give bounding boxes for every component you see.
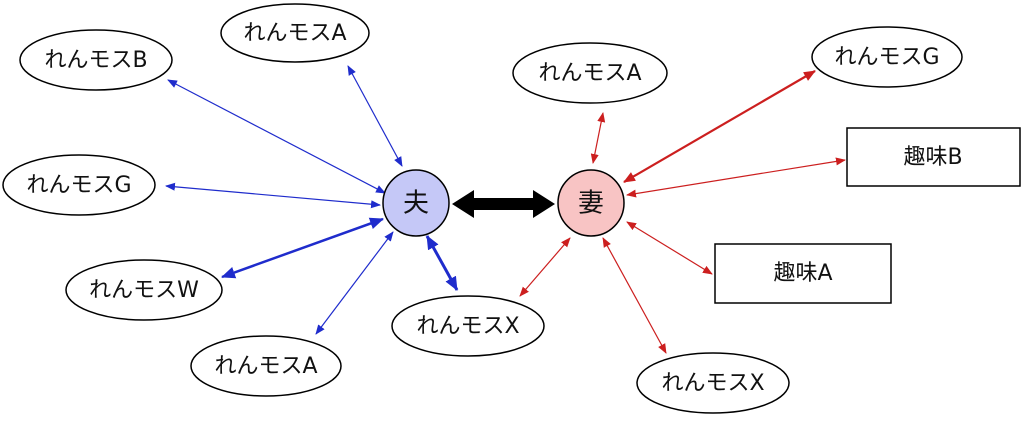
edge-wife-renmos-x-shared: [519, 237, 571, 297]
node-label: 趣味A: [773, 261, 832, 286]
node-label: れんモスA: [243, 21, 346, 46]
node-label: れんモスX: [661, 371, 764, 396]
edge-wife-hobby-a: [626, 221, 713, 275]
node-label: れんモスG: [26, 173, 131, 198]
wife-node: 妻: [557, 169, 625, 237]
edge-wife-renmos-x-bottom: [602, 237, 667, 354]
node-renmos-w-husband: れんモスW: [65, 259, 223, 321]
edge-husband-wife: [452, 190, 555, 218]
node-label: れんモスA: [538, 61, 641, 86]
node-renmos-g-husband: れんモスG: [2, 154, 156, 216]
edge-husband-renmos-a-top: [347, 65, 403, 167]
node-hobby-b: 趣味B: [846, 127, 1021, 187]
node-label: れんモスA: [214, 354, 317, 379]
edge-wife-hobby-b: [626, 157, 846, 198]
node-label: れんモスX: [416, 314, 519, 339]
node-label: 趣味B: [903, 145, 962, 170]
node-label: れんモスG: [834, 45, 939, 70]
edge-husband-renmos-x: [425, 235, 459, 291]
node-renmos-x-wife: れんモスX: [636, 352, 790, 414]
node-label: れんモスW: [89, 278, 199, 303]
node-label: れんモスB: [44, 48, 147, 73]
husband-label: 夫: [403, 189, 429, 219]
edge-husband-renmos-w: [221, 217, 384, 279]
node-renmos-g-wife: れんモスG: [811, 26, 963, 88]
node-renmos-b-husband: れんモスB: [19, 29, 173, 91]
node-renmos-a-husband-top: れんモスA: [220, 3, 370, 63]
husband-node: 夫: [382, 169, 450, 237]
node-hobby-a: 趣味A: [714, 243, 892, 304]
edge-husband-renmos-g: [165, 182, 381, 209]
node-renmos-x-shared: れんモスX: [391, 295, 545, 357]
edge-husband-renmos-b: [167, 79, 386, 194]
edge-husband-renmos-a-bottom: [315, 231, 394, 335]
node-renmos-a-wife: れんモスA: [512, 42, 668, 104]
wife-label: 妻: [578, 189, 604, 219]
node-renmos-a-husband-bottom: れんモスA: [190, 335, 342, 397]
edge-wife-renmos-a: [590, 112, 606, 164]
